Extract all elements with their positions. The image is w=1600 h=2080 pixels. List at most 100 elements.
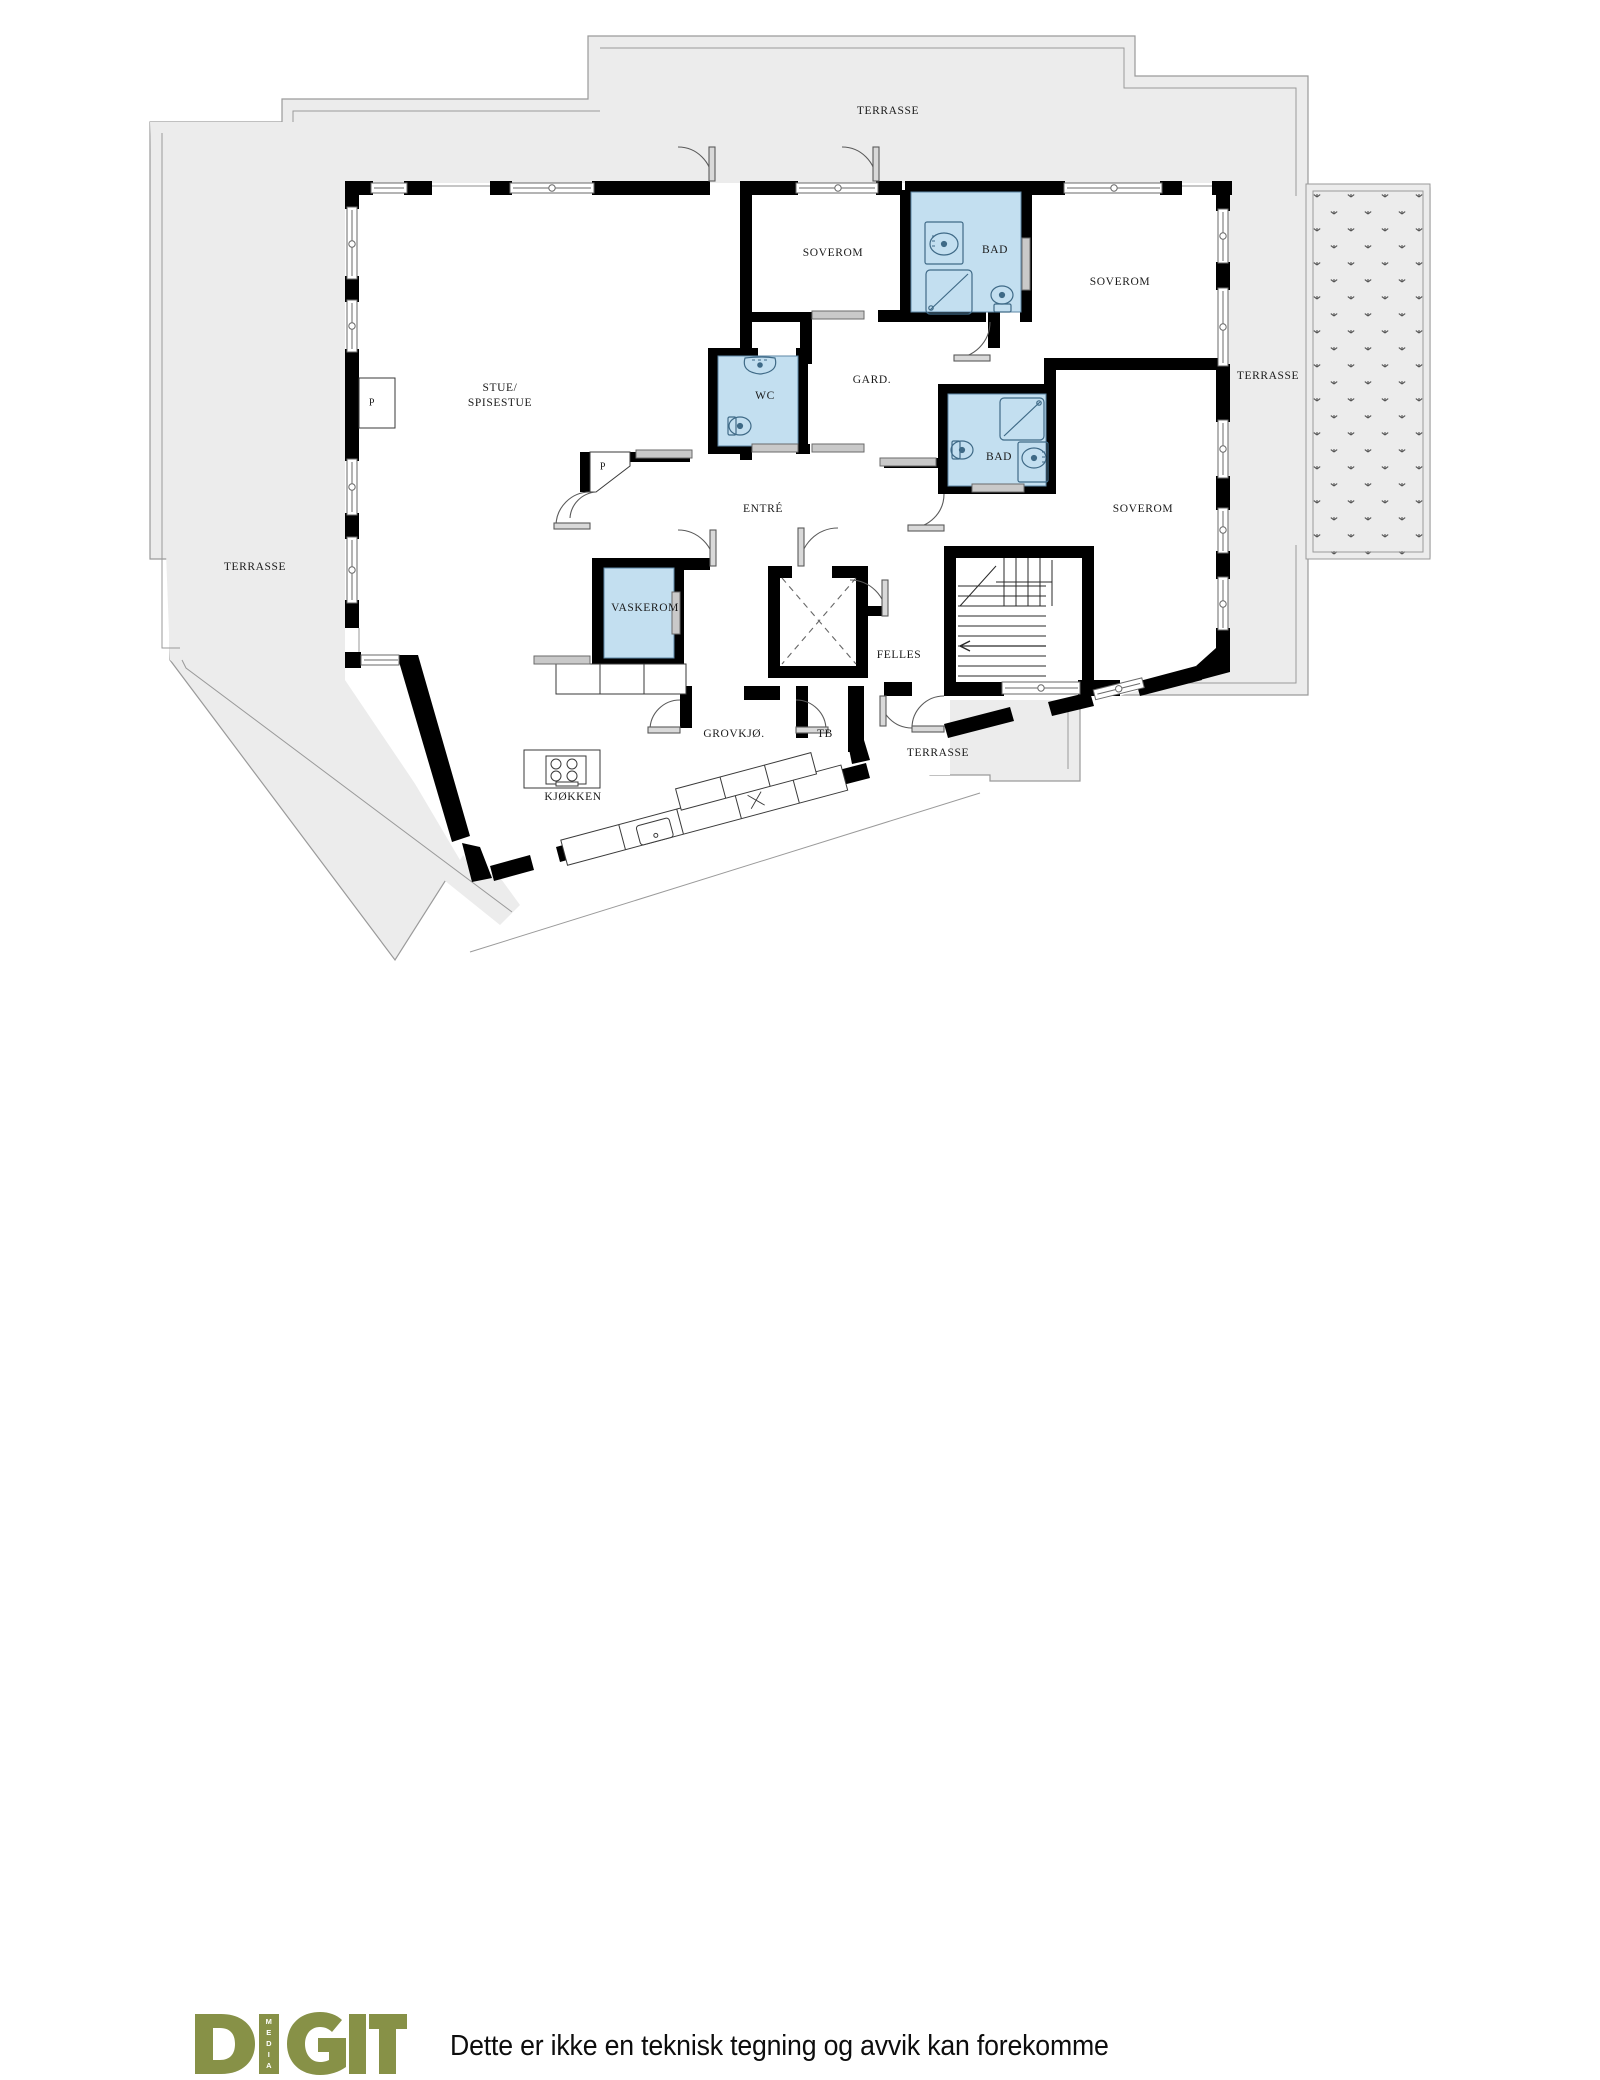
wall-br-c: [944, 707, 1014, 738]
logo-media-d: D: [266, 2039, 272, 2048]
wall-int-stair-top: [944, 546, 1094, 558]
floor-plan-drawing: [149, 35, 1431, 962]
door-terrace-top-left: [677, 146, 716, 182]
window-top-1: [370, 182, 408, 194]
window-top-2: [509, 182, 595, 194]
window-top-4: [1063, 182, 1163, 194]
door-felles: [849, 579, 889, 617]
wall-int-stair-left: [944, 546, 956, 686]
door-storage-right: [797, 527, 839, 567]
wall-hairlines: [358, 185, 1212, 652]
door-leaf-bad-mid-bottom: [971, 483, 1025, 493]
toilet-wc: [727, 416, 752, 436]
fireplace-entre: [589, 451, 631, 493]
stair-rail: [958, 581, 1053, 606]
logo-media-a: A: [266, 2061, 272, 2070]
kitchen-wing-floor: [350, 645, 860, 868]
wall-int-bad-top-bottom: [878, 310, 986, 322]
stairs: [958, 558, 1053, 677]
wall-br-b: [1048, 692, 1094, 716]
fixtures: [727, 221, 1049, 483]
wall-int-stair-right: [1082, 546, 1094, 686]
terrace-left-edge: [161, 133, 180, 649]
wall-right-e: [1216, 551, 1230, 579]
wall-right-corner: [1196, 648, 1230, 680]
wall-int-storage-right: [856, 566, 868, 676]
wall-int-tb-bottom: [848, 740, 870, 764]
room-wc-fill: [717, 355, 799, 447]
logo-media-e: E: [266, 2028, 271, 2037]
toilet-bad-top: [990, 285, 1014, 313]
vaskerom-counter: [555, 663, 687, 695]
wall-int-soverom-left: [740, 190, 752, 350]
wall-int-bad-top-left: [900, 190, 912, 318]
wall-right-c: [1216, 364, 1230, 422]
door-bad-mid: [907, 493, 945, 532]
door-grovkjokken-right: [795, 699, 829, 734]
window-right-4: [1217, 507, 1229, 554]
sink-wc: [743, 356, 777, 375]
wall-int-storage-left: [768, 566, 780, 676]
storage-x-mark: [781, 577, 857, 665]
wall-bottom-mid: [884, 682, 912, 696]
wet-rooms: [603, 191, 1047, 659]
terrace-left-shape: [150, 122, 345, 660]
wall-left-b: [345, 276, 359, 302]
fireplace-stue: [358, 377, 396, 429]
wall-right-a: [1216, 183, 1230, 211]
wall-int-vask-stub: [672, 558, 710, 570]
wall-top-h: [1160, 181, 1182, 195]
door-tb: [879, 695, 913, 729]
logo-letter-t: [369, 2014, 407, 2074]
wall-int-storage-jamb: [856, 606, 886, 616]
window-left-3: [346, 458, 358, 516]
logo-media-text: M E D I A: [266, 2017, 273, 2070]
wall-left-e: [345, 600, 359, 628]
wall-left-a: [345, 181, 359, 209]
interior-door-leaves: [533, 237, 1031, 665]
window-right-2: [1217, 287, 1229, 367]
window-stair-bottom: [1001, 681, 1081, 695]
door-grovkjokken-left: [647, 699, 681, 734]
terrace-right-pattern-panel: [1305, 183, 1431, 560]
wall-int-bad-mid-left: [938, 384, 950, 494]
logo-letter-i2: [349, 2014, 366, 2074]
wall-int-wc-left-stub: [708, 348, 758, 358]
door-bad-top: [953, 321, 991, 362]
wall-bottom-mid2: [744, 686, 780, 700]
wall-int-wc-right: [796, 348, 808, 452]
wall-bottom-a: [490, 855, 534, 881]
wall-int-sov-divider: [1044, 358, 1220, 370]
window-right-3: [1217, 419, 1229, 479]
door-leaf-entre-slide: [879, 457, 937, 467]
shower-bad-top: [925, 269, 973, 315]
wall-int-bad-mid-top: [938, 384, 1056, 396]
door-leaf-gard-bottom: [811, 443, 865, 453]
door-terrace-stair: [911, 695, 945, 733]
wall-top-c: [490, 181, 512, 195]
door-leaf-vask-left: [533, 655, 591, 665]
window-br-1: [1092, 677, 1145, 701]
wall-int-grov-left: [680, 686, 692, 728]
logo-letter-g: [287, 2012, 346, 2075]
terrace-lower-left: [170, 660, 520, 925]
wall-int-gard-stub: [752, 312, 810, 322]
window-left-4: [346, 536, 358, 604]
sink-bad-mid: [1017, 441, 1049, 483]
terrace-right-pattern-inner: [1312, 190, 1424, 553]
logo-letter-d: [195, 2014, 255, 2074]
door-storage-left: [677, 529, 717, 567]
digit-media-logo: M E D I A: [195, 2012, 407, 2075]
floor-plan-page: TERRASSE TERRASSE TERRASSE TERRASSE STUE…: [149, 35, 1431, 2075]
wall-int-grov-right: [796, 686, 808, 738]
wall-int-tb-right: [848, 686, 864, 752]
wall-bottom-stair-a: [944, 682, 1004, 696]
windows: [346, 182, 1229, 853]
wall-top-f: [876, 181, 902, 195]
toilet-bad-mid: [950, 440, 974, 460]
room-vaskerom-fill: [603, 567, 675, 659]
door-leaf-gard-top: [811, 310, 865, 320]
wall-diagonal-lower-left: [397, 655, 470, 842]
logo-media-m: M: [266, 2017, 273, 2026]
stair-direction-arrow: [959, 640, 971, 652]
